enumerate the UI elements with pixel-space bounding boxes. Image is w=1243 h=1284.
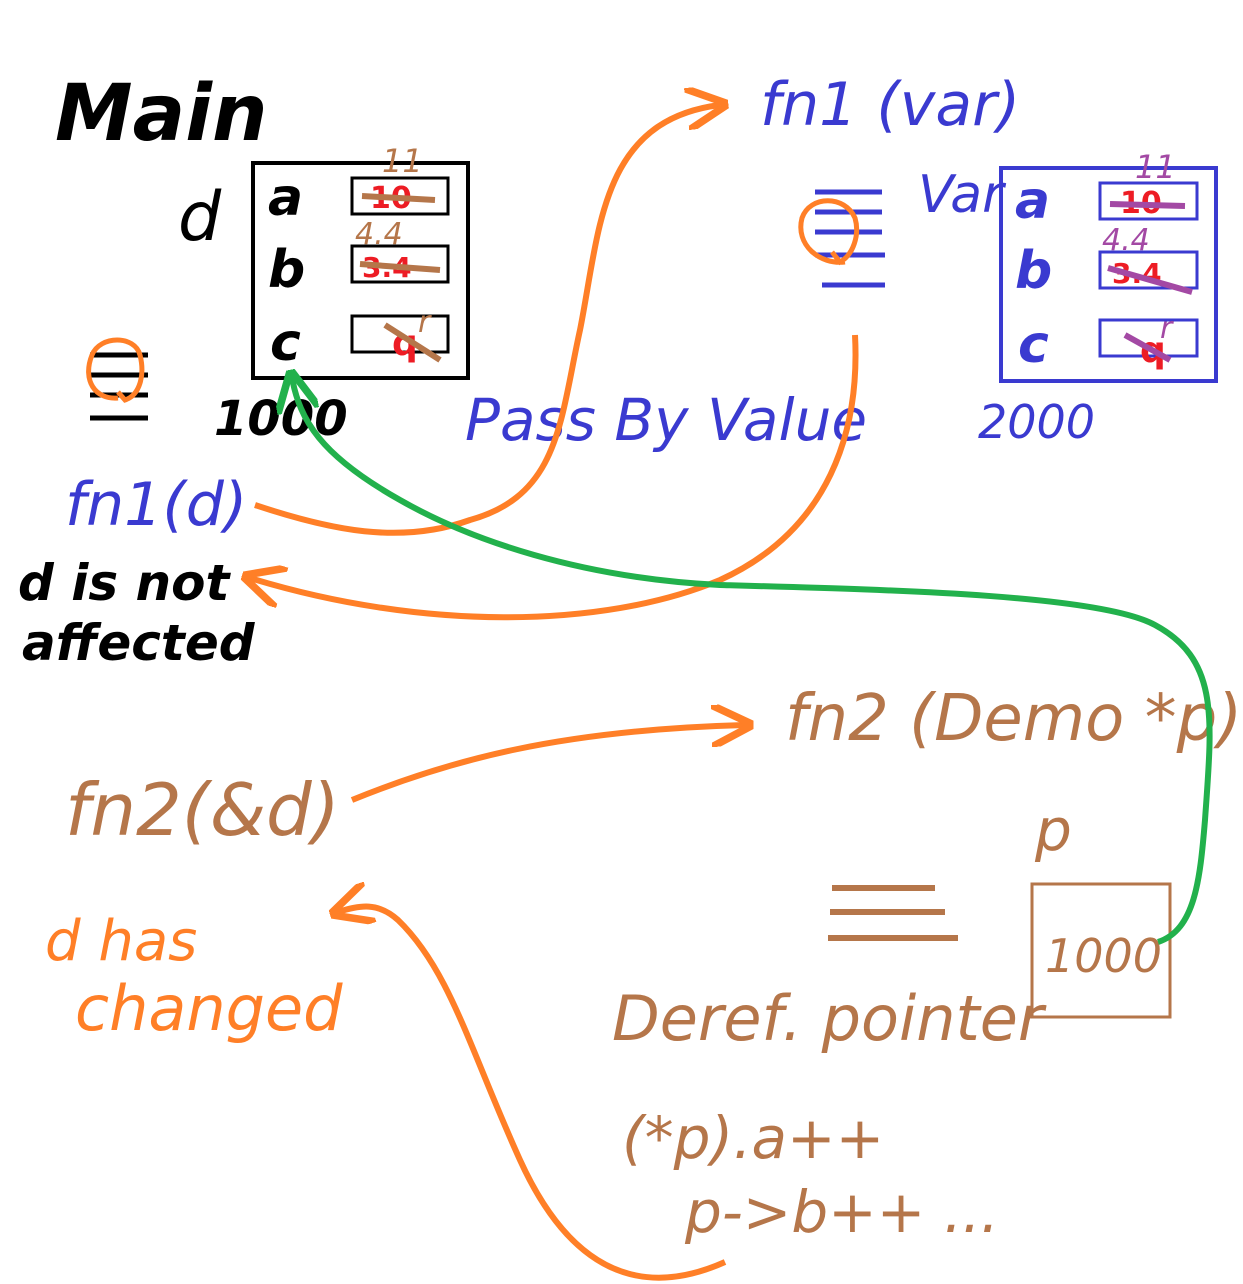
main-field-c-new: r <box>418 305 432 340</box>
main-field-b-strike <box>359 261 441 273</box>
fn2-pointer-value: 1000 <box>1045 929 1162 983</box>
arrow-call-fn2 <box>350 725 745 803</box>
main-field-b-new: 4.4 <box>355 217 403 252</box>
fn1-field-c-strike <box>1123 332 1172 363</box>
main-field-c-name: c <box>270 313 301 373</box>
fn2-result-line2: changed <box>75 972 343 1045</box>
fn1-result-line2: affected <box>22 614 256 672</box>
main-field-b-slot <box>350 244 450 284</box>
main-struct-box <box>251 161 470 380</box>
deref-equivalence-symbol <box>828 885 958 941</box>
fn2-pointer-name: p <box>1034 796 1072 864</box>
main-field-a-new: 11 <box>382 142 423 180</box>
arrow-return-fn2 <box>338 907 727 1281</box>
fn1-field-c-new: r <box>1160 311 1174 346</box>
fn1-call: fn1(d) <box>65 470 247 540</box>
fn1-field-b-slot <box>1098 250 1199 290</box>
fn2-pointer-box <box>1030 882 1172 1019</box>
fn1-field-a-slot <box>1098 181 1199 221</box>
main-field-b-name: b <box>268 240 305 300</box>
fn1-field-c-name: c <box>1018 315 1049 375</box>
fn2-stmt-2: p->b++ ... <box>684 1178 999 1246</box>
fn2-result-line1: d has <box>45 909 197 974</box>
arrow-return-fn1 <box>250 334 859 621</box>
fn1-field-b-strike <box>1107 265 1193 295</box>
main-address: 1000 <box>214 391 348 447</box>
fn1-field-a-strike <box>1109 201 1186 209</box>
fn1-field-a-name: a <box>1015 171 1050 231</box>
fn2-stmt-1: (*p).a++ <box>622 1104 884 1172</box>
fn2-signature: fn2 (Demo *p) <box>785 682 1242 756</box>
arrow-call-fn1 <box>254 105 720 536</box>
fn1-struct-box <box>999 166 1218 383</box>
main-field-c-strike <box>383 322 442 363</box>
deref-label: Deref. pointer <box>612 982 1047 1055</box>
fn1-signature: fn1 (var) <box>760 70 1020 140</box>
main-field-a-name: a <box>268 168 303 228</box>
main-title: Main <box>55 69 268 159</box>
main-field-c-slot <box>350 314 450 354</box>
fn2-call: fn2(&d) <box>65 768 340 852</box>
fn1-var-name: Var <box>918 165 1007 225</box>
fn1-address: 2000 <box>978 395 1095 449</box>
main-field-a-slot <box>350 176 450 216</box>
copy-symbol-main <box>86 337 148 421</box>
fn1-field-b-name: b <box>1015 241 1052 301</box>
copy-symbol-fn1 <box>798 189 885 288</box>
fn1-field-c-slot <box>1098 318 1199 358</box>
fn1-result-line1: d is not <box>18 554 231 612</box>
main-var-name: d <box>178 178 222 257</box>
fn1-field-a-new: 11 <box>1135 148 1176 186</box>
arrow-pointer-link <box>292 378 1213 945</box>
fn1-field-b-new: 4.4 <box>1102 223 1150 258</box>
pass-by-value-label: Pass By Value <box>465 386 867 454</box>
main-field-a-strike <box>361 193 436 203</box>
